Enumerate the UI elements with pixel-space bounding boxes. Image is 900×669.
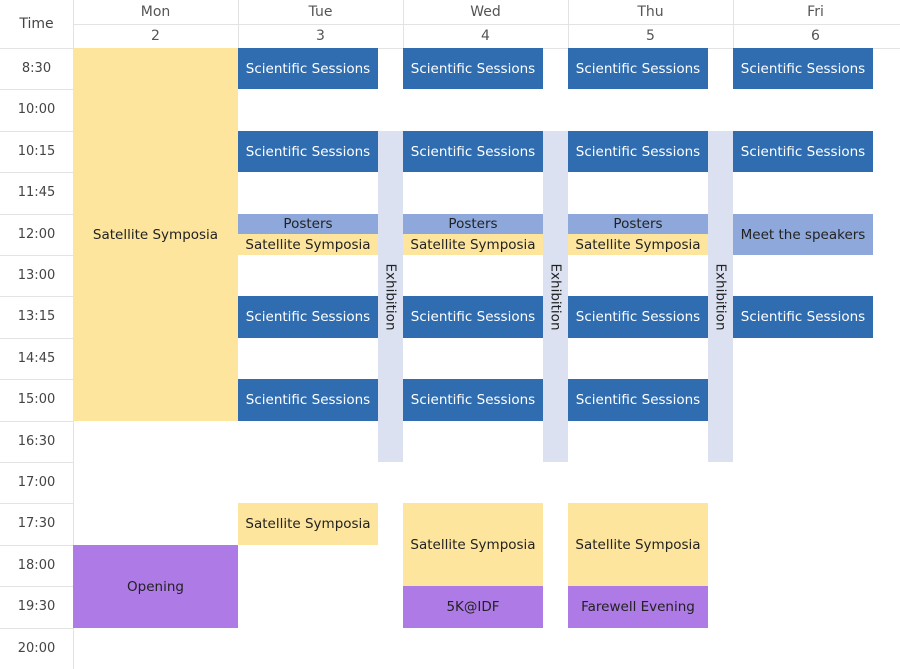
event-satellite-symposia[interactable]: Satellite Symposia (73, 48, 238, 421)
event-posters[interactable]: Posters (568, 214, 708, 234)
event-satellite-symposia[interactable]: Satellite Symposia (403, 503, 543, 586)
event-scientific-sessions[interactable]: Scientific Sessions (403, 131, 543, 172)
event-scientific-sessions[interactable]: Scientific Sessions (568, 379, 708, 421)
time-label: 10:00 (17, 102, 56, 117)
date-header-thu: 5 (646, 28, 655, 44)
event-farewell-evening[interactable]: Farewell Evening (568, 586, 708, 628)
time-label: 16:30 (17, 434, 56, 449)
grid-line (0, 89, 73, 90)
grid-line (0, 545, 73, 546)
event-scientific-sessions[interactable]: Scientific Sessions (403, 379, 543, 421)
time-label: 10:15 (17, 144, 56, 159)
time-label: 19:30 (17, 599, 56, 614)
event-satellite-symposia[interactable]: Satellite Symposia (568, 503, 708, 586)
time-label: 13:00 (17, 268, 56, 283)
time-label: 17:30 (17, 516, 56, 531)
exhibition-label: Exhibition (712, 262, 729, 331)
date-header-mon: 2 (151, 28, 160, 44)
event-posters[interactable]: Posters (238, 214, 378, 234)
event-scientific-sessions[interactable]: Scientific Sessions (733, 296, 873, 338)
time-label: 13:15 (17, 309, 56, 324)
grid-line (0, 255, 73, 256)
event-scientific-sessions[interactable]: Scientific Sessions (568, 48, 708, 89)
event-scientific-sessions[interactable]: Scientific Sessions (238, 296, 378, 338)
grid-line (733, 0, 734, 48)
day-header-tue: Tue (308, 4, 333, 20)
exhibition-bar[interactable]: Exhibition (378, 131, 403, 462)
grid-line (73, 24, 900, 25)
event-opening[interactable]: Opening (73, 545, 238, 628)
event-satellite-symposia[interactable]: Satellite Symposia (238, 503, 378, 545)
time-label: 18:00 (17, 558, 56, 573)
grid-line (0, 379, 73, 380)
grid-line (0, 503, 73, 504)
grid-line (0, 462, 73, 463)
day-header-wed: Wed (470, 4, 501, 20)
event-scientific-sessions[interactable]: Scientific Sessions (238, 131, 378, 172)
event-satellite-symposia[interactable]: Satellite Symposia (403, 234, 543, 255)
event-scientific-sessions[interactable]: Scientific Sessions (733, 131, 873, 172)
exhibition-label: Exhibition (382, 262, 399, 331)
grid-line (0, 172, 73, 173)
grid-line (0, 131, 73, 132)
event-scientific-sessions[interactable]: Scientific Sessions (568, 296, 708, 338)
grid-line (568, 0, 569, 48)
grid-line (0, 214, 73, 215)
time-column-header: Time (19, 16, 54, 32)
event-satellite-symposia[interactable]: Satellite Symposia (568, 234, 708, 255)
grid-line (0, 628, 73, 629)
exhibition-bar[interactable]: Exhibition (543, 131, 568, 462)
event-scientific-sessions[interactable]: Scientific Sessions (238, 379, 378, 421)
time-label: 17:00 (17, 475, 56, 490)
grid-line (0, 338, 73, 339)
time-label: 12:00 (17, 227, 56, 242)
event-5k-idf[interactable]: 5K@IDF (403, 586, 543, 628)
time-label: 8:30 (21, 61, 52, 76)
exhibition-label: Exhibition (547, 262, 564, 331)
event-posters[interactable]: Posters (403, 214, 543, 234)
time-label: 15:00 (17, 392, 56, 407)
grid-line (403, 0, 404, 48)
time-label: 11:45 (17, 185, 56, 200)
event-scientific-sessions[interactable]: Scientific Sessions (733, 48, 873, 89)
date-header-wed: 4 (481, 28, 490, 44)
exhibition-bar[interactable]: Exhibition (708, 131, 733, 462)
day-header-fri: Fri (807, 4, 824, 20)
day-header-thu: Thu (637, 4, 664, 20)
time-label: 20:00 (17, 641, 56, 656)
event-meet-the-speakers[interactable]: Meet the speakers (733, 214, 873, 255)
date-header-fri: 6 (811, 28, 820, 44)
time-label: 14:45 (17, 351, 56, 366)
day-header-mon: Mon (140, 4, 171, 20)
grid-line (0, 296, 73, 297)
event-scientific-sessions[interactable]: Scientific Sessions (403, 296, 543, 338)
event-scientific-sessions[interactable]: Scientific Sessions (238, 48, 378, 89)
event-satellite-symposia[interactable]: Satellite Symposia (238, 234, 378, 255)
event-scientific-sessions[interactable]: Scientific Sessions (568, 131, 708, 172)
event-scientific-sessions[interactable]: Scientific Sessions (403, 48, 543, 89)
grid-line (238, 0, 239, 48)
date-header-tue: 3 (316, 28, 325, 44)
grid-line (0, 421, 73, 422)
grid-line (0, 586, 73, 587)
